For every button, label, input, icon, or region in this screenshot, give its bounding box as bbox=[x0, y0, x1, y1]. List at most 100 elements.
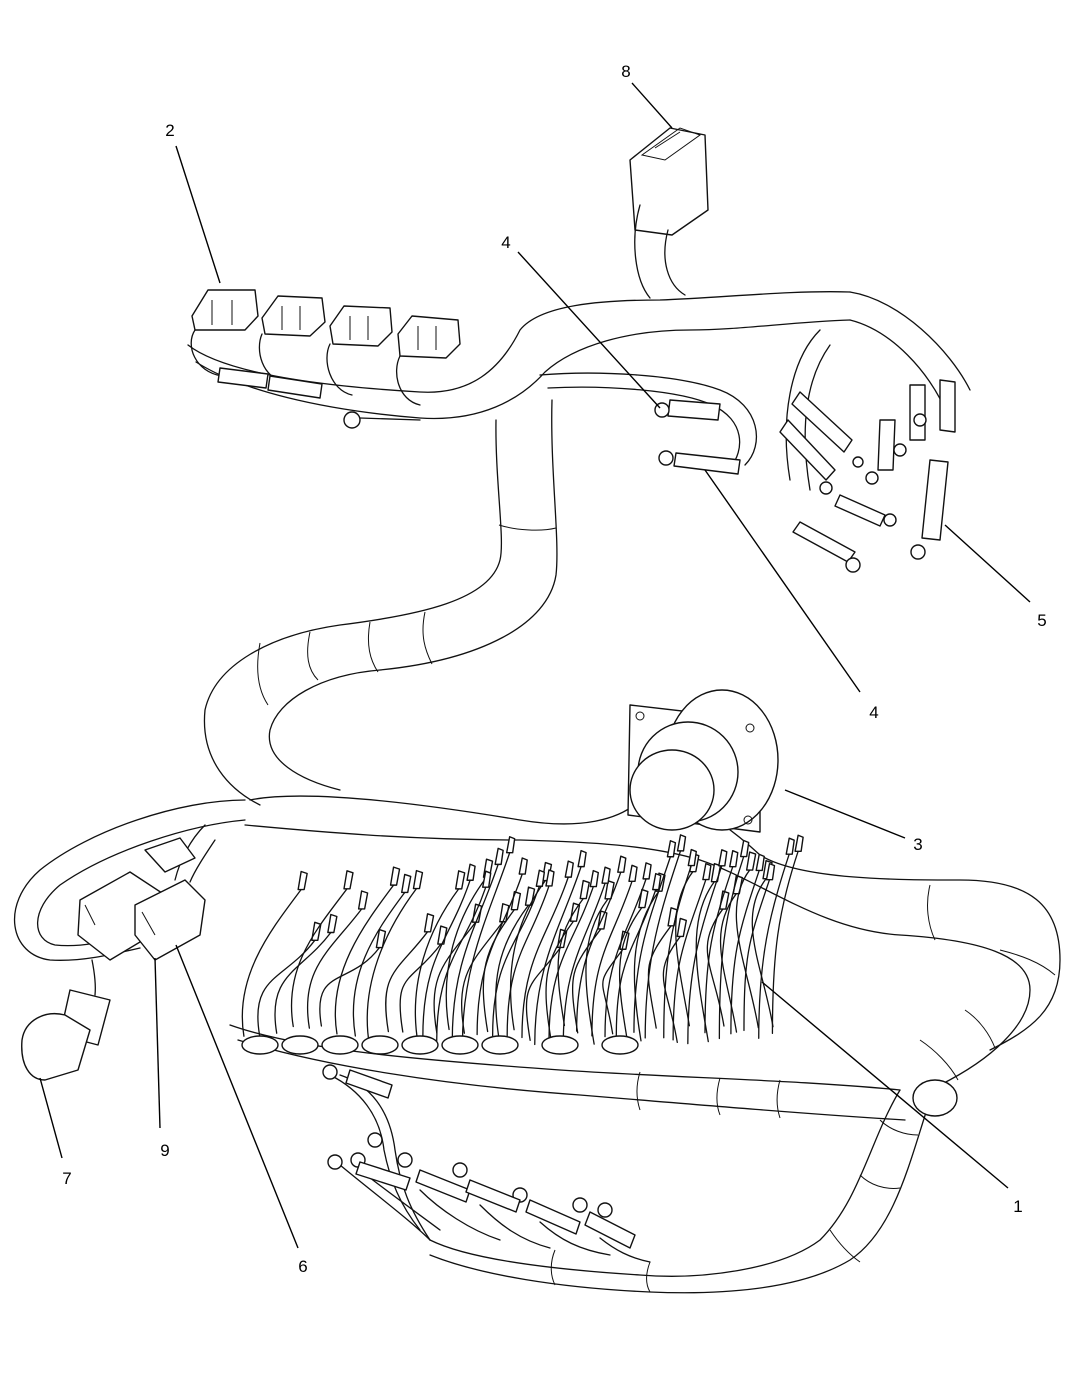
leader-9 bbox=[154, 957, 161, 1129]
fan-terminal bbox=[739, 839, 750, 858]
fan-sleeve bbox=[281, 1035, 319, 1055]
main-harness-trunk bbox=[187, 291, 1061, 1294]
fan-lead bbox=[730, 869, 760, 1035]
branch-4 bbox=[539, 372, 758, 475]
fan-terminal bbox=[375, 928, 387, 949]
fan-terminal bbox=[794, 834, 804, 852]
fan-terminal bbox=[412, 869, 424, 890]
callout-4a: 4 bbox=[501, 233, 510, 252]
fan-terminal bbox=[327, 913, 338, 934]
callout-5: 5 bbox=[1037, 611, 1046, 630]
fan-lead bbox=[675, 871, 694, 1027]
fan-terminal bbox=[482, 870, 492, 888]
callout-8: 8 bbox=[621, 62, 630, 81]
fan-terminal bbox=[343, 870, 354, 890]
fan-terminal bbox=[466, 863, 476, 881]
leader-7 bbox=[39, 1077, 63, 1159]
fan-lead bbox=[451, 863, 499, 1041]
fan-terminal bbox=[297, 870, 308, 891]
fan-terminal bbox=[389, 866, 401, 886]
fan-terminal bbox=[617, 855, 627, 873]
fan-lead bbox=[618, 906, 643, 1044]
fan-lead bbox=[525, 946, 562, 1041]
fan-lead bbox=[385, 931, 429, 1033]
fan-terminal bbox=[577, 849, 587, 868]
fan-lead bbox=[366, 887, 418, 1046]
fan-sleeve bbox=[241, 1035, 279, 1055]
fan-terminal bbox=[401, 873, 412, 894]
callout-3: 3 bbox=[913, 835, 922, 854]
fan-lead bbox=[422, 879, 471, 1037]
fan-terminal bbox=[729, 849, 739, 868]
fan-terminal bbox=[676, 917, 687, 938]
fan-terminal bbox=[604, 880, 615, 900]
fan-lead bbox=[647, 925, 672, 1029]
fan-terminal bbox=[545, 869, 555, 887]
fan-terminal bbox=[642, 862, 652, 880]
fan-sleeve bbox=[321, 1035, 359, 1055]
fan-lead bbox=[735, 869, 759, 1029]
fan-terminal bbox=[638, 888, 649, 909]
lower-ring-terminals bbox=[322, 1064, 651, 1263]
callout-labels: 1 2 3 4 4 5 6 7 8 9 bbox=[62, 62, 1046, 1276]
callout-9: 9 bbox=[160, 1141, 169, 1160]
fan-lead bbox=[414, 888, 460, 1044]
leader-4a bbox=[517, 251, 661, 409]
fan-terminal bbox=[589, 869, 599, 888]
fan-lead bbox=[562, 882, 606, 1046]
connector-bank-2 bbox=[190, 289, 461, 429]
fan-terminal bbox=[437, 925, 448, 945]
leader-5 bbox=[944, 524, 1031, 603]
fan-terminal bbox=[687, 848, 697, 867]
fan-lead bbox=[633, 856, 672, 1033]
fan-terminal bbox=[579, 879, 590, 900]
fan-lead bbox=[494, 904, 530, 1043]
fan-sleeve bbox=[541, 1035, 579, 1055]
fan-lead bbox=[718, 855, 745, 1040]
fan-lead bbox=[491, 885, 540, 1037]
fan-lead bbox=[591, 880, 633, 1037]
fan-lead bbox=[719, 893, 738, 1033]
fan-terminal bbox=[535, 869, 546, 887]
leader-lines bbox=[39, 82, 1031, 1249]
fan-terminal bbox=[676, 834, 687, 852]
fan-sleeve bbox=[361, 1035, 399, 1055]
leader-6 bbox=[175, 944, 299, 1249]
fan-terminal bbox=[765, 862, 776, 881]
fan-lead bbox=[506, 885, 550, 1037]
fan-lead bbox=[352, 891, 406, 1037]
fan-lead bbox=[476, 873, 523, 1036]
leader-2 bbox=[175, 145, 221, 284]
fan-lead bbox=[521, 876, 569, 1039]
fan-lead bbox=[545, 920, 575, 1043]
fan-lead bbox=[662, 935, 681, 1044]
fan-lead bbox=[704, 866, 734, 1034]
fan-terminal bbox=[745, 851, 757, 871]
fan-lead bbox=[319, 946, 381, 1027]
fan-terminal bbox=[652, 872, 662, 891]
leader-3 bbox=[784, 789, 906, 839]
fan-lead bbox=[399, 943, 442, 1033]
leader-1 bbox=[761, 981, 1009, 1189]
fan-terminal bbox=[518, 857, 528, 875]
fan-terminal bbox=[628, 864, 638, 882]
fan-lead bbox=[672, 878, 707, 1041]
fan-sleeve bbox=[401, 1035, 439, 1055]
fan-lead bbox=[751, 878, 774, 1028]
fan-lead bbox=[334, 884, 395, 1035]
fan-lead bbox=[575, 871, 622, 1032]
branch-5 bbox=[779, 291, 971, 573]
fan-lead bbox=[445, 876, 488, 1031]
fan-terminal bbox=[455, 870, 466, 890]
fan-lead bbox=[461, 852, 511, 1044]
fan-lead bbox=[758, 853, 790, 1039]
callout-6: 6 bbox=[298, 1257, 307, 1276]
fan-terminal bbox=[718, 849, 728, 867]
connector-6-9 bbox=[77, 837, 206, 961]
fan-sleeve bbox=[481, 1035, 519, 1055]
fan-lead bbox=[743, 879, 771, 1032]
fan-terminal bbox=[357, 890, 369, 910]
fan-terminal bbox=[499, 903, 510, 923]
fan-lead bbox=[557, 897, 584, 1027]
leader-8 bbox=[631, 82, 673, 129]
